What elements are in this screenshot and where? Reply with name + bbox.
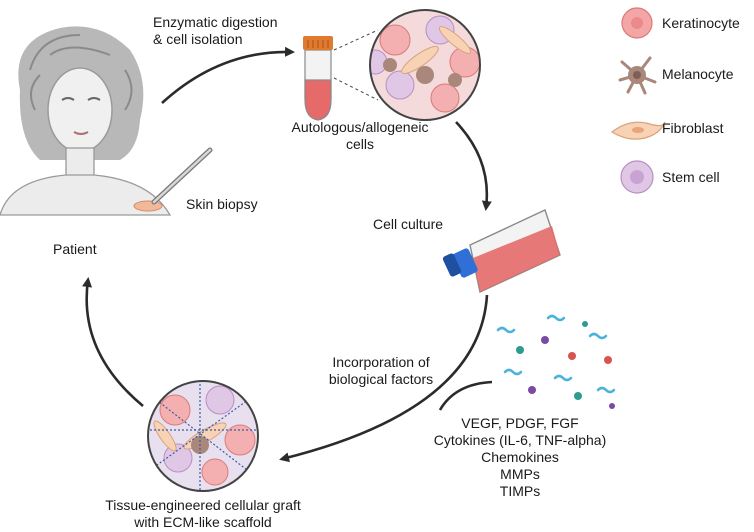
fibroblast-icon xyxy=(610,121,666,140)
factor-item: TIMPs xyxy=(499,483,541,499)
legend-melanocyte-label: Melanocyte xyxy=(662,66,734,82)
graft-magnification-icon xyxy=(147,380,259,492)
biopsy-label: Skin biopsy xyxy=(186,196,258,212)
melanocyte-icon xyxy=(618,56,657,95)
arrow-graft-to-patient xyxy=(82,277,144,407)
digestion-label: Enzymatic digestion & cell isolation xyxy=(153,14,278,47)
factor-item: Chemokines xyxy=(481,449,559,465)
culture-flask-icon xyxy=(442,209,561,294)
biopsy-punch-icon xyxy=(151,147,213,205)
cell-magnification-icon xyxy=(369,9,481,121)
legend-stem-cell-label: Stem cell xyxy=(662,169,720,185)
graft-label: Tissue-engineered cellular graft with EC… xyxy=(105,497,301,530)
incorporation-label: Incorporation of biological factors xyxy=(328,354,434,387)
stem-cell-icon xyxy=(620,160,654,194)
arrow-culture-to-graft xyxy=(279,294,489,463)
legend-fibroblast-label: Fibroblast xyxy=(662,120,724,136)
factor-item: VEGF, PDGF, FGF xyxy=(461,415,579,431)
arrow-cells-to-culture xyxy=(455,121,492,211)
test-tube-icon xyxy=(303,36,333,121)
keratinocyte-icon xyxy=(621,7,653,39)
arrow-factors-join xyxy=(438,380,493,411)
factor-item: Cytokines (IL-6, TNF-alpha) xyxy=(433,432,607,448)
factor-item: MMPs xyxy=(500,466,540,482)
factors-list: VEGF, PDGF, FGF Cytokines (IL-6, TNF-alp… xyxy=(420,415,620,500)
culture-label: Cell culture xyxy=(373,216,444,232)
legend-keratinocyte-label: Keratinocyte xyxy=(662,15,740,31)
cells-label: Autologous/allogeneic cells xyxy=(291,119,429,152)
patient-label: Patient xyxy=(53,241,97,257)
patient-icon xyxy=(0,26,172,216)
arrow-patient-to-tube xyxy=(161,46,295,104)
biological-factors-icon xyxy=(496,314,616,409)
